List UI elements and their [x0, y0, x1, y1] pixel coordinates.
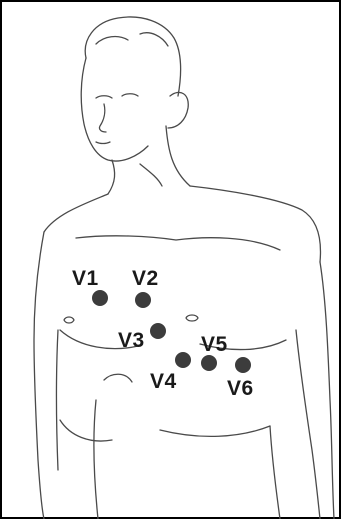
- abdomen-left: [60, 420, 112, 441]
- head-outline: [85, 17, 180, 96]
- neck-left: [108, 160, 115, 194]
- electrode-v1-dot: [92, 290, 108, 306]
- abdomen-right: [160, 426, 270, 436]
- electrode-v5-label: V5: [201, 334, 228, 355]
- neck-right: [166, 126, 190, 186]
- arm-right-inner: [296, 330, 320, 519]
- electrode-v6-dot: [235, 357, 251, 373]
- electrode-v2-dot: [135, 292, 151, 308]
- nipple-right: [186, 315, 198, 321]
- neck-muscle: [140, 164, 162, 186]
- arm-left: [34, 232, 44, 519]
- electrode-v6-label: V6: [227, 378, 254, 399]
- electrode-dots: [92, 290, 251, 373]
- ribcage-arc: [104, 374, 132, 382]
- torso-side-right: [270, 426, 280, 519]
- electrode-v5-dot: [201, 355, 217, 371]
- electrode-v3-dot: [150, 323, 166, 339]
- shoulder-left: [44, 194, 108, 232]
- clavicle-line: [76, 236, 280, 250]
- arm-left-inner: [57, 330, 59, 470]
- electrode-v1-label: V1: [72, 268, 99, 289]
- electrode-v2-label: V2: [132, 268, 159, 289]
- electrode-v4-dot: [175, 352, 191, 368]
- eyes: [96, 94, 138, 98]
- nipple-left: [64, 317, 74, 323]
- hair-lines: [96, 33, 168, 46]
- face-outline: [81, 58, 148, 161]
- torso-side-left: [94, 400, 98, 519]
- shoulder-right: [190, 186, 320, 262]
- ear: [168, 92, 188, 128]
- nose: [99, 104, 106, 132]
- electrode-v4-label: V4: [150, 371, 177, 392]
- arm-right: [320, 262, 334, 519]
- mouth: [96, 142, 110, 144]
- electrode-v3-label: V3: [118, 330, 145, 351]
